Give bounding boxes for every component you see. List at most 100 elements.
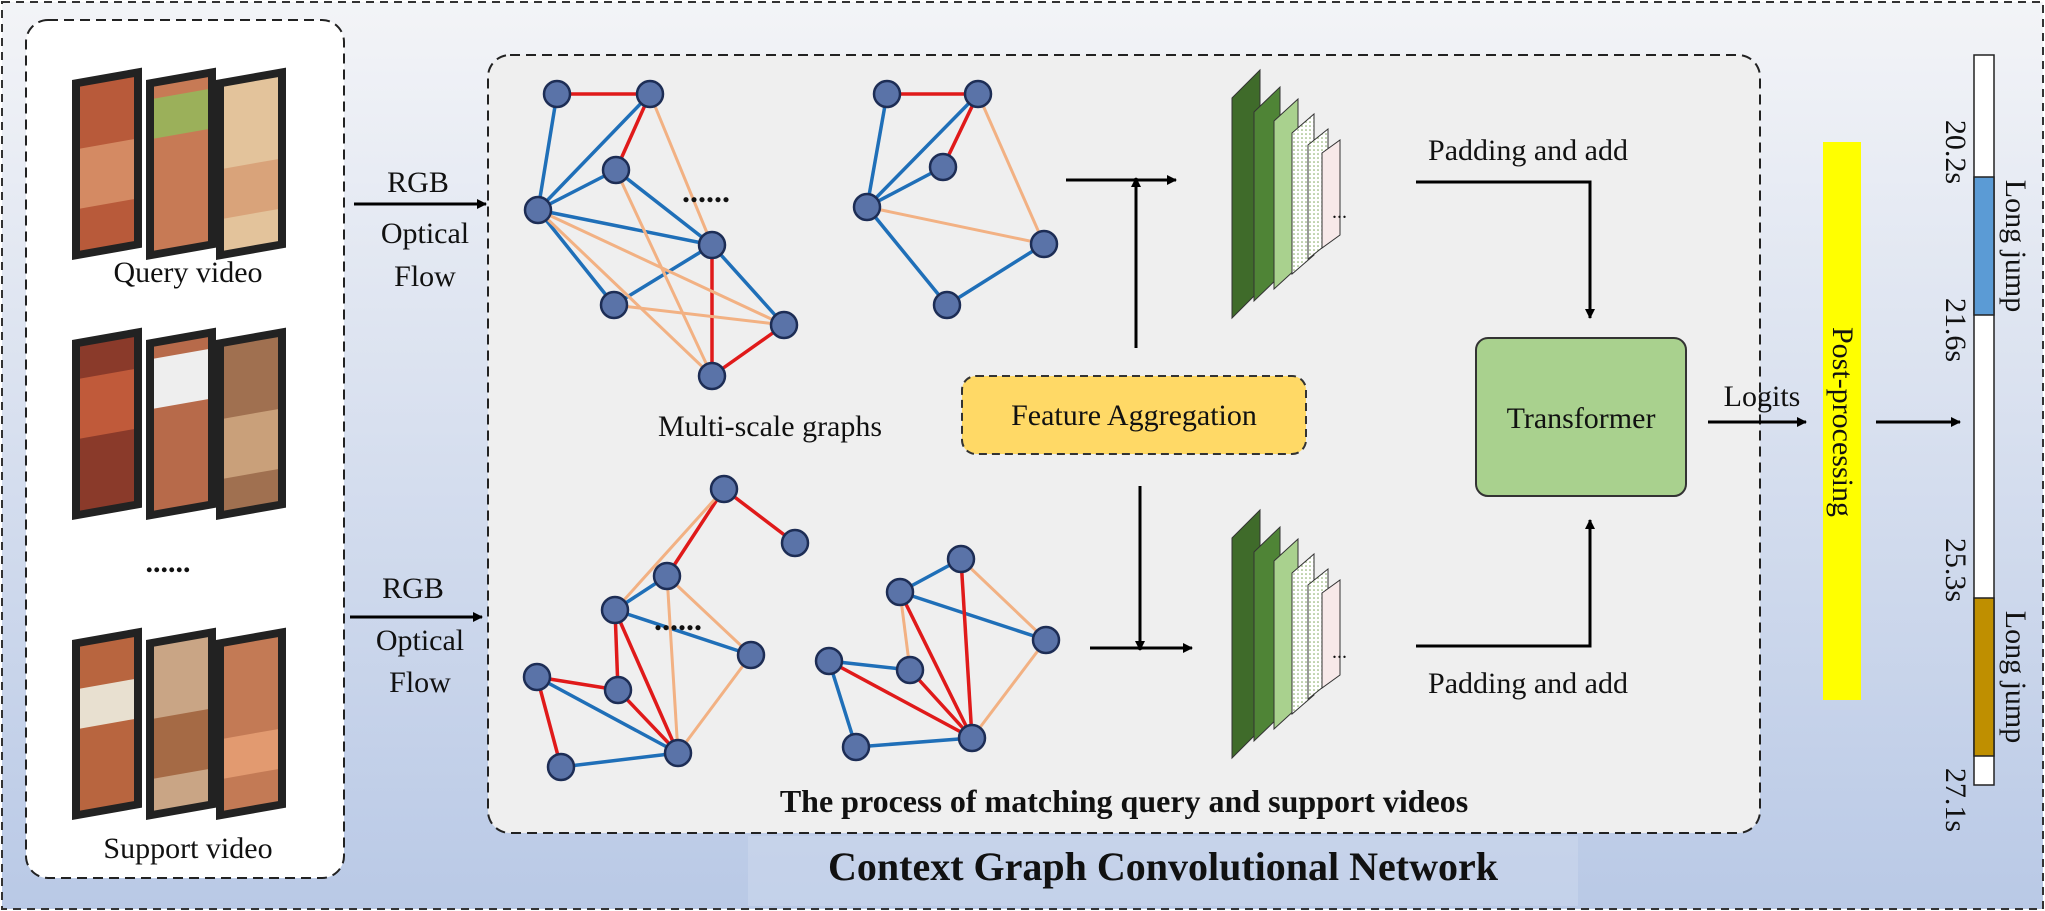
input-label-optical-top: Optical [381, 217, 469, 250]
input-label-rgb-bottom: RGB [382, 572, 444, 605]
graph-node [635, 79, 665, 109]
arrow-bottom-to-transformer [1416, 519, 1595, 648]
graph-node [1029, 229, 1059, 259]
graph-node [1031, 625, 1061, 655]
graph-bottom-right [814, 544, 1061, 762]
graph-ellipsis-bottom: ...... [654, 601, 702, 637]
graph-node [697, 361, 727, 391]
graph-edge [865, 205, 949, 307]
transformer-box [1475, 337, 1687, 497]
graph-edge [560, 751, 679, 769]
arrow-top-to-transformer [1416, 180, 1595, 319]
padding-label-top: Padding and add [1428, 134, 1628, 167]
graph-edge [710, 243, 786, 327]
graph-edge [976, 93, 1046, 245]
graph-edge [898, 591, 974, 739]
post-processing-box [1823, 142, 1861, 700]
graph-node [600, 595, 630, 625]
support-video-label: Support video [103, 832, 272, 865]
input-labels-top: RGB Optical Flow [381, 166, 469, 293]
graph-edge [908, 668, 974, 740]
query-video-frames [72, 67, 286, 260]
main-title: Context Graph Convolutional Network [828, 844, 1499, 889]
input-label-flow-top: Flow [394, 260, 456, 293]
graph-edge [537, 168, 617, 212]
graph-edge [827, 660, 858, 748]
feature-stack-top: ... [1231, 68, 1347, 320]
graph-node [814, 646, 844, 676]
feature-aggregation-label: Feature Aggregation [1011, 399, 1257, 432]
query-video-label: Query video [113, 256, 262, 289]
graph-node [885, 577, 915, 607]
graph-edge [536, 208, 616, 307]
input-labels-bottom: RGB Optical Flow [376, 572, 464, 699]
graph-node [663, 738, 693, 768]
graph-edge [676, 654, 753, 754]
timeline-segment-1 [1973, 176, 1995, 316]
graph-edge [665, 488, 726, 577]
graph-edge [536, 93, 559, 211]
graph-edge [536, 92, 652, 212]
graph-node [963, 79, 993, 109]
graph-edge [613, 243, 713, 307]
segment-label-1: Long jump [1999, 180, 2032, 313]
graph-node [852, 192, 882, 222]
graph-edge [899, 590, 1047, 642]
graph-edge [959, 557, 1048, 642]
graph-edge [665, 575, 680, 754]
graph-edge [614, 168, 714, 247]
support-video-frames-1 [72, 327, 286, 520]
graph-node [546, 752, 576, 782]
graph-top-right [852, 79, 1059, 320]
graph-bottom-left [522, 474, 810, 782]
graph-edge [722, 487, 797, 545]
feature-map [1321, 139, 1341, 249]
graph-top-left [523, 79, 799, 391]
graph-edge [946, 242, 1045, 307]
graph-edge [535, 676, 563, 768]
support-video-frames-2 [72, 627, 286, 820]
video-ellipsis: ...... [146, 546, 191, 579]
graph-node [542, 79, 572, 109]
graph-node [601, 155, 631, 185]
graph-node [780, 528, 810, 558]
graph-edge [866, 165, 944, 209]
graphs-layer [522, 79, 1061, 782]
post-processing-label: Post-processing [1826, 327, 1859, 517]
graph-edge [613, 487, 726, 612]
graph-node [709, 474, 739, 504]
transformer-label: Transformer [1507, 402, 1656, 435]
graph-edge [866, 205, 1045, 246]
graph-edge [614, 608, 752, 657]
graph-node [841, 732, 871, 762]
graph-node [523, 195, 553, 225]
graph-edge [613, 609, 680, 754]
main-title-backdrop [748, 836, 1578, 906]
graph-edge [536, 675, 679, 755]
graph-node [946, 544, 976, 574]
graph-edge [970, 639, 1048, 739]
graph-node [697, 230, 727, 260]
padding-label-bottom: Padding and add [1428, 667, 1628, 700]
feature-stack-bottom: ... [1231, 508, 1347, 760]
graph-node [522, 662, 552, 692]
feature-map [1321, 579, 1341, 689]
graph-edge [865, 93, 889, 208]
graph-edge [536, 208, 714, 378]
time-label-3: 25.3s [1939, 538, 1972, 602]
graph-edge [959, 558, 974, 739]
process-title: The process of matching query and suppor… [780, 783, 1468, 819]
graph-node [603, 675, 633, 705]
graph-edge [865, 92, 980, 209]
graph-edge [616, 688, 680, 755]
logits-label: Logits [1724, 380, 1801, 413]
graph-node [928, 152, 958, 182]
input-label-optical-bottom: Optical [376, 624, 464, 657]
graph-edge [710, 323, 786, 378]
time-label-2: 21.6s [1939, 298, 1972, 362]
graph-node [652, 561, 682, 591]
feature-aggregation-box [961, 375, 1307, 455]
graph-node [932, 290, 962, 320]
time-label-1: 20.2s [1939, 120, 1972, 184]
timeline-segment-2 [1973, 597, 1995, 757]
